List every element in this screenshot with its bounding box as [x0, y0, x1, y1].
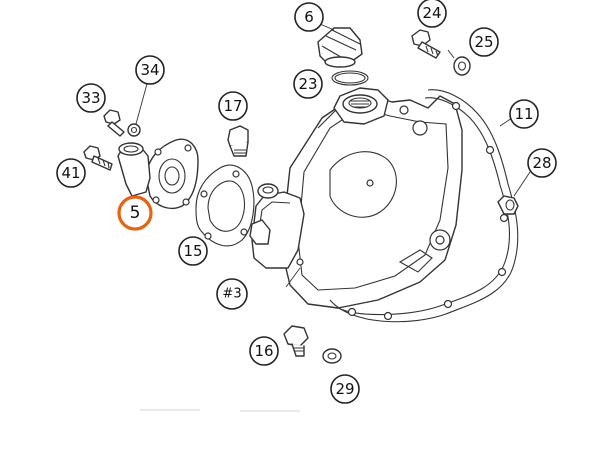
- callout-label: 34: [140, 61, 159, 79]
- callout-label: 24: [422, 4, 441, 22]
- callout-label: 28: [532, 154, 551, 172]
- screw-41: [83, 145, 113, 171]
- water-pump-housing: [249, 183, 305, 269]
- callout-11[interactable]: 11: [509, 99, 539, 129]
- callout-23[interactable]: 23: [293, 69, 323, 99]
- faint-baseline-marks: [140, 409, 300, 412]
- callout-label: 16: [254, 342, 273, 360]
- oil-filler-plug: [317, 27, 363, 68]
- leader-lines: [135, 23, 531, 288]
- callout-41[interactable]: 41: [56, 158, 86, 188]
- callout-28[interactable]: 28: [527, 148, 557, 178]
- screw-24: [411, 29, 441, 59]
- callout-label: 11: [514, 105, 533, 123]
- callout-5[interactable]: 5: [117, 195, 153, 231]
- callout-25[interactable]: 25: [469, 27, 499, 57]
- callout-15[interactable]: 15: [178, 236, 208, 266]
- washer-29: [322, 348, 342, 364]
- callout-33[interactable]: 33: [76, 83, 106, 113]
- clutch-cover: [281, 87, 463, 309]
- callout-6[interactable]: 6: [294, 2, 324, 32]
- callout-label: 33: [81, 89, 100, 107]
- pump-cover-gasket: [195, 164, 255, 247]
- callout-label: 6: [304, 8, 314, 26]
- callout-17[interactable]: 17: [218, 91, 248, 121]
- callout-3[interactable]: #3: [216, 278, 248, 310]
- callout-label: 25: [474, 33, 493, 51]
- callout-label: 41: [61, 164, 80, 182]
- callout-34[interactable]: 34: [135, 55, 165, 85]
- callout-label: 5: [130, 203, 141, 223]
- callout-label: #3: [222, 287, 241, 302]
- callout-29[interactable]: 29: [330, 374, 360, 404]
- drain-screw-16: [283, 325, 309, 357]
- water-pump-cover: [117, 138, 199, 210]
- washer-25: [453, 56, 471, 76]
- callout-label: 29: [335, 380, 354, 398]
- callout-16[interactable]: 16: [249, 336, 279, 366]
- screw-33: [103, 109, 125, 137]
- callout-label: 23: [298, 75, 317, 93]
- o-ring: [331, 70, 369, 86]
- plug-17: [227, 125, 249, 157]
- callout-label: 17: [223, 97, 242, 115]
- cover-gasket: [329, 89, 519, 323]
- sleeve-28: [497, 195, 519, 215]
- callout-24[interactable]: 24: [417, 0, 447, 28]
- callout-label: 15: [183, 242, 202, 260]
- washer-34: [127, 123, 141, 137]
